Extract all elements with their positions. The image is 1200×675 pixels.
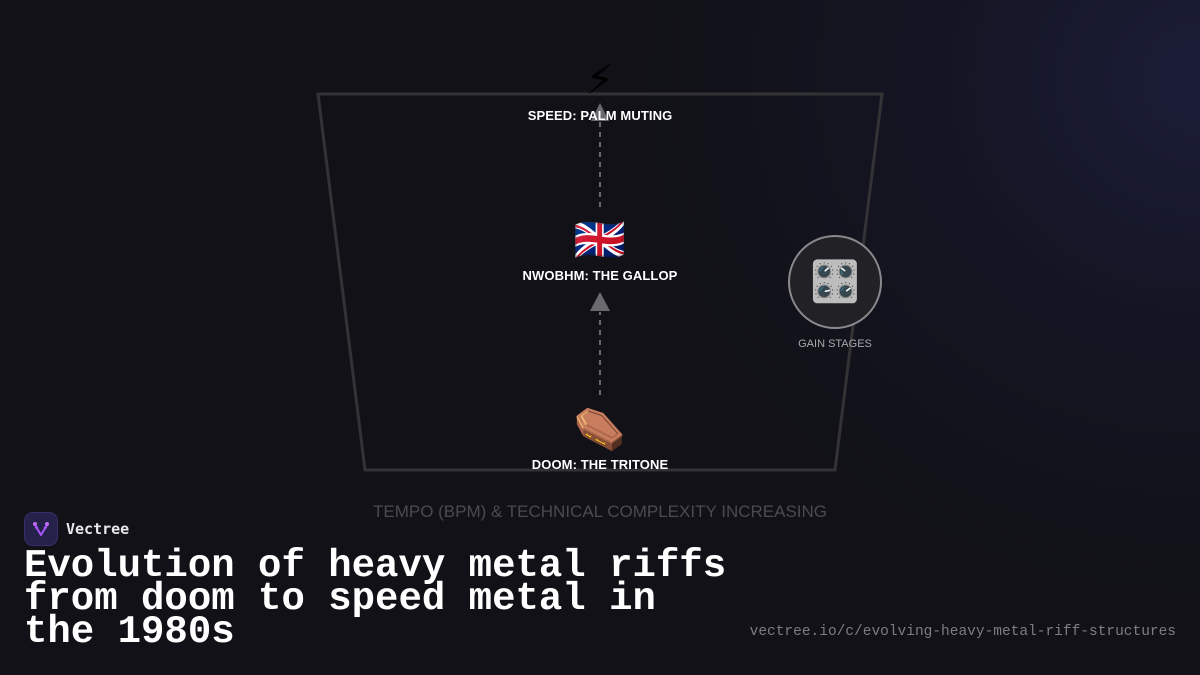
vectree-logo-glyph — [33, 522, 49, 536]
lightning-bolt-icon: ⚡ — [585, 55, 615, 104]
brand-name: Vectree — [66, 520, 130, 538]
node-speed: ⚡ SPEED: PALM MUTING — [527, 55, 673, 124]
vectree-logo-icon — [24, 512, 58, 546]
arrow-head-nwobhm — [590, 292, 610, 311]
node-doom: ⚰️ DOOM: THE TRITONE — [531, 404, 669, 473]
node-nwobhm: 🇬🇧 NWOBHM: THE GALLOP — [522, 215, 678, 284]
arrow-head-speed — [591, 103, 609, 121]
axis-caption: TEMPO (BPM) & TECHNICAL COMPLEXITY INCRE… — [372, 502, 828, 521]
page-title: Evolution of heavy metal riffs from doom… — [24, 544, 727, 654]
node-label-doom: DOOM: THE TRITONE — [531, 457, 669, 472]
control-knobs-icon: 🎛️ — [810, 259, 860, 305]
gain-stages-label: GAIN STAGES — [798, 338, 872, 350]
node-label-nwobhm: NWOBHM: THE GALLOP — [522, 268, 678, 283]
source-url: vectree.io/c/evolving-heavy-metal-riff-s… — [749, 624, 1176, 640]
node-label-speed: SPEED: PALM MUTING — [527, 108, 673, 123]
gain-stages-node: 🎛️ — [788, 235, 882, 329]
brand: Vectree — [24, 512, 129, 546]
coffin-icon: ⚰️ — [573, 404, 627, 453]
uk-flag-icon: 🇬🇧 — [573, 215, 627, 264]
trapezoid-frame — [316, 92, 884, 472]
